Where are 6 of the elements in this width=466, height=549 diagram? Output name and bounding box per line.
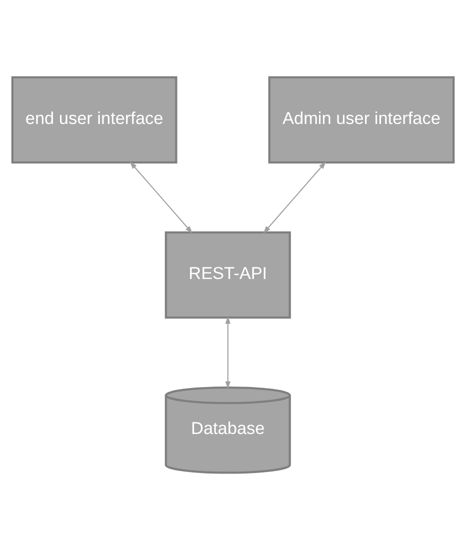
node-box: REST-API <box>164 230 291 318</box>
arrow <box>130 161 192 233</box>
node-box: Admin user interface <box>268 76 455 163</box>
arrow <box>263 161 326 233</box>
arrow <box>225 316 231 388</box>
node-box: end user interface <box>11 76 178 163</box>
